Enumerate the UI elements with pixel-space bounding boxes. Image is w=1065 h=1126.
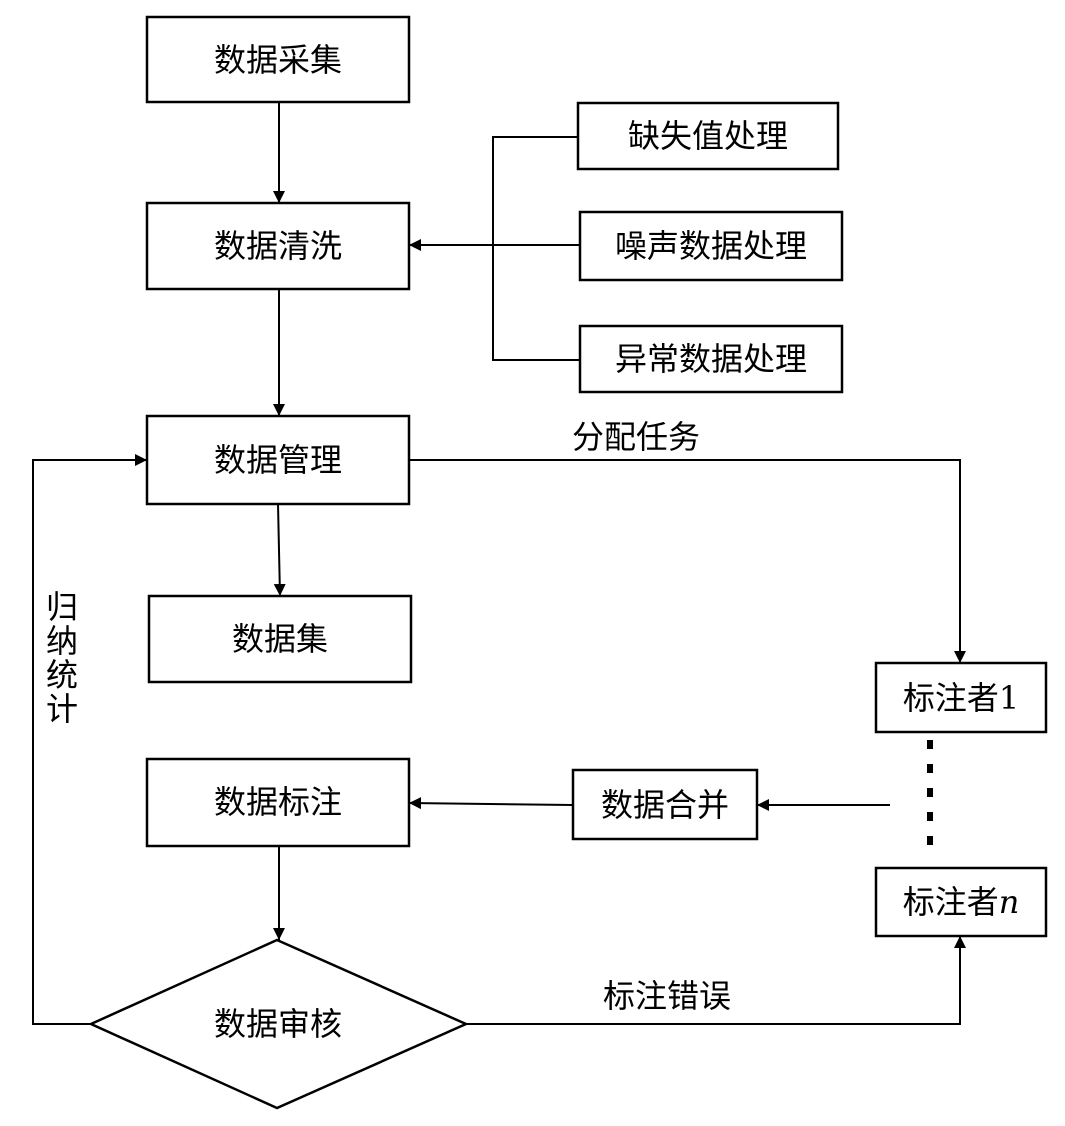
summary-char-3: 统 xyxy=(46,656,78,694)
edge-manage-dataset xyxy=(273,503,286,597)
summary-char-1: 归 xyxy=(46,588,78,626)
annotator-1-prefix: 标注者 xyxy=(903,679,999,717)
node-merge-label: 数据合并 xyxy=(601,786,729,824)
node-noise-label: 噪声数据处理 xyxy=(615,227,807,265)
node-collect-label: 数据采集 xyxy=(214,41,342,79)
node-annotator-n-label: 标注者n xyxy=(903,883,1020,921)
summary-char-2: 纳 xyxy=(46,622,78,660)
edge-feedback xyxy=(32,454,147,1025)
edge-processing-bracket xyxy=(492,136,580,361)
edge-label-summary: 归 纳 统 计 xyxy=(46,588,78,728)
node-manage-label: 数据管理 xyxy=(214,441,342,479)
edge-label-assign: 分配任务 xyxy=(572,418,700,456)
annotator-n-suffix: n xyxy=(999,883,1020,921)
node-anomaly-label: 异常数据处理 xyxy=(615,340,807,378)
summary-char-4: 计 xyxy=(46,690,78,728)
edge-assign xyxy=(409,459,966,663)
edge-merge-annotate xyxy=(408,797,574,810)
node-annotator-1-label: 标注者1 xyxy=(903,679,1019,717)
node-missing-label: 缺失值处理 xyxy=(628,117,788,155)
node-review-label: 数据审核 xyxy=(214,1005,342,1043)
node-annotate-label: 数据标注 xyxy=(214,783,342,821)
annotator-1-suffix: 1 xyxy=(999,679,1019,717)
node-clean-label: 数据清洗 xyxy=(214,227,342,265)
node-review-diamond xyxy=(87,938,470,1110)
node-dataset-label: 数据集 xyxy=(232,620,328,658)
edge-error xyxy=(466,936,966,1025)
annotator-n-prefix: 标注者 xyxy=(903,883,999,921)
edge-label-error: 标注错误 xyxy=(603,977,731,1015)
